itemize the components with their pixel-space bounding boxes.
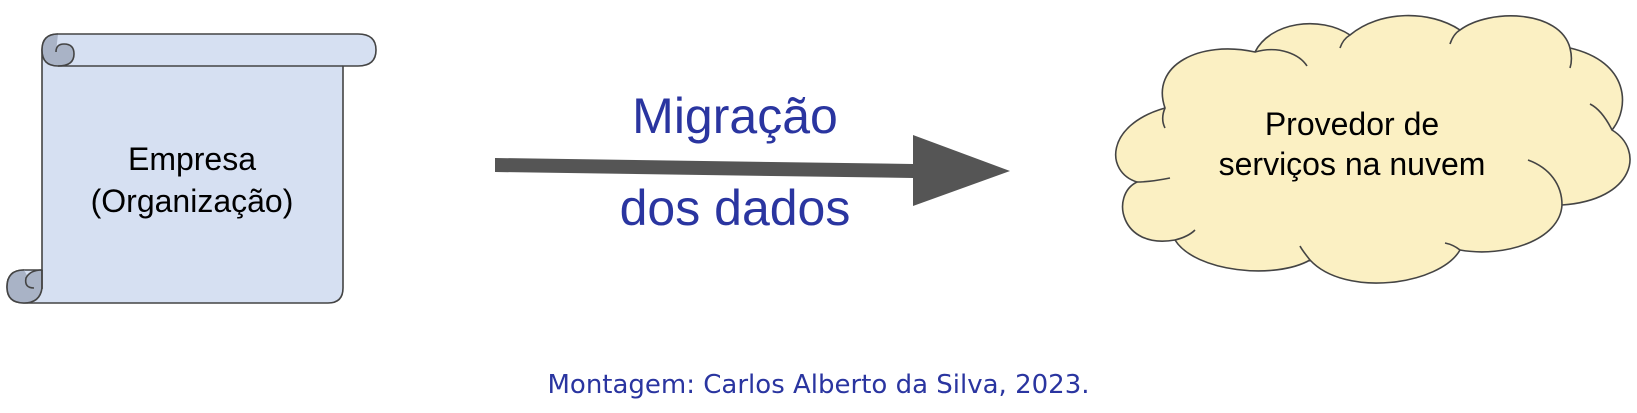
cloud-lobe-arc	[1174, 229, 1196, 241]
arrow-shaft	[495, 158, 913, 178]
cloud-lobe-arc	[1299, 245, 1311, 261]
migration-arrow	[495, 135, 1010, 206]
organization-label-line2: (Organização)	[91, 183, 294, 219]
cloud-lobe-arc	[1449, 29, 1461, 45]
image-credit: Montagem: Carlos Alberto da Silva, 2023.	[547, 370, 1090, 400]
cloud-shape	[1114, 14, 1631, 284]
scroll-top-curl	[41, 33, 75, 67]
cloud-provider-node: Provedor de serviços na nuvem	[1114, 14, 1631, 284]
cloud-lobe-arc	[1339, 34, 1351, 49]
cloud-label-line2: serviços na nuvem	[1219, 146, 1486, 182]
cloud-lobe-arc	[1444, 242, 1461, 251]
cloud-lobe-arc	[1136, 177, 1171, 183]
cloud-lobe-arc	[1254, 48, 1308, 67]
migration-label-line2: dos dados	[620, 180, 851, 236]
cloud-lobe-arc	[1569, 47, 1573, 69]
organization-scroll-node: Empresa (Organização)	[6, 33, 377, 304]
organization-label-line1: Empresa	[128, 141, 256, 177]
cloud-label-line1: Provedor de	[1265, 106, 1439, 142]
arrow-head	[913, 135, 1010, 206]
migration-label-line1: Migração	[632, 88, 838, 144]
cloud-lobe-arc	[1161, 107, 1166, 129]
cloud-lobe-arc	[1589, 103, 1613, 131]
cloud-lobe-arc	[1527, 159, 1563, 206]
scroll-bottom-curl	[6, 269, 43, 304]
